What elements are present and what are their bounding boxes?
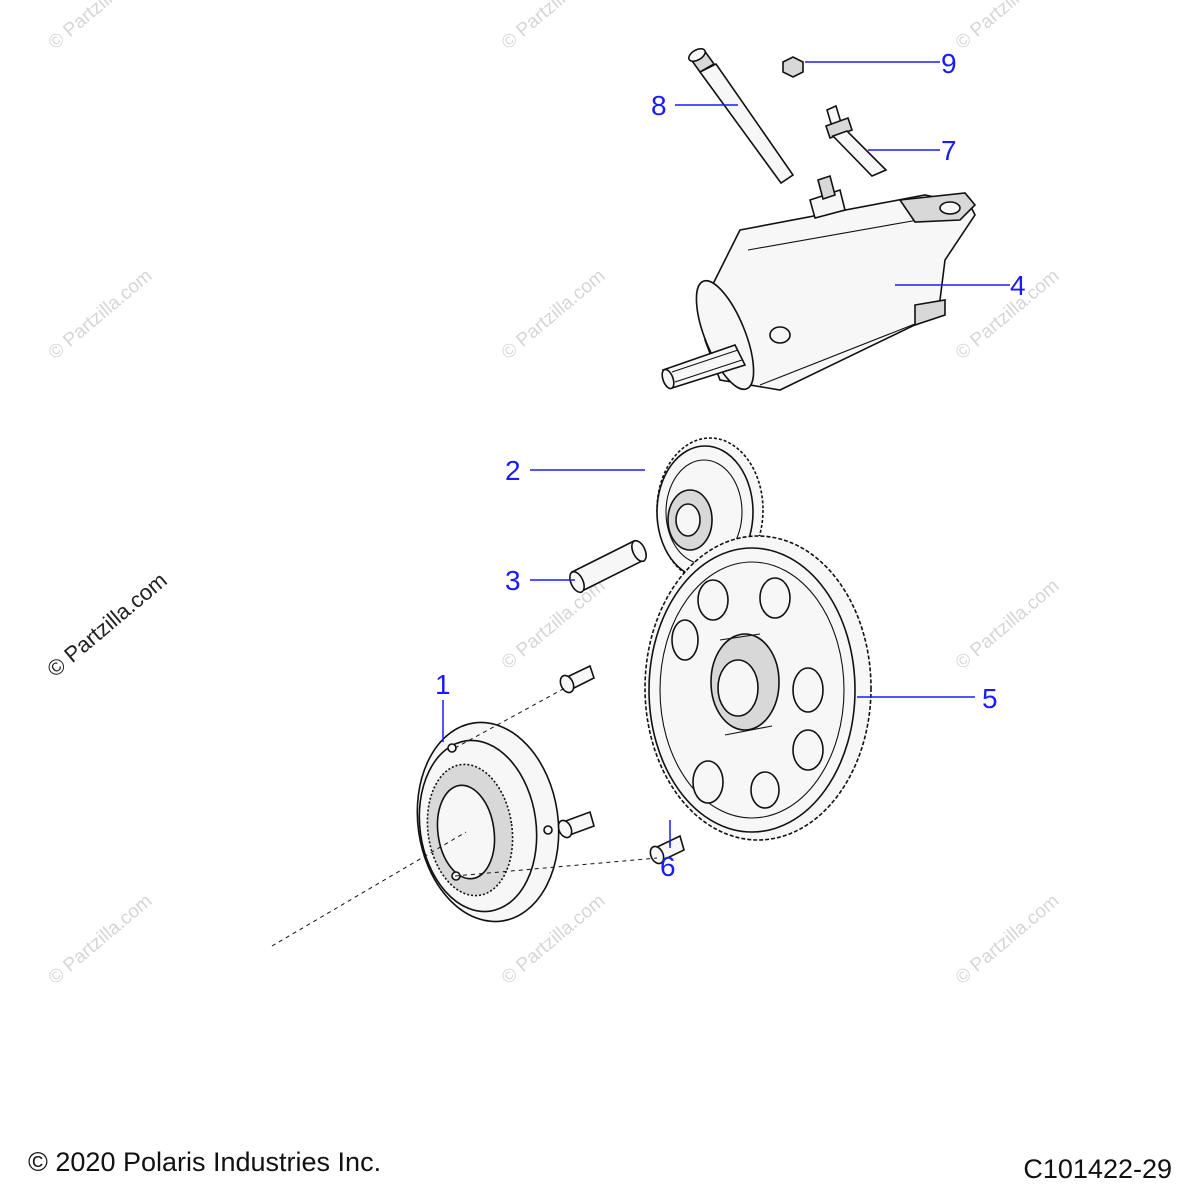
watermark: © Partzilla.com: [952, 890, 1064, 988]
callout-5: 5: [982, 683, 998, 714]
diagram-code: C101422-29: [1023, 1154, 1172, 1184]
watermark: © Partzilla.com: [952, 0, 1064, 54]
watermark: © Partzilla.com: [45, 0, 157, 54]
watermark: © Partzilla.com: [498, 0, 610, 54]
part-4-starter-motor: [661, 174, 977, 391]
copyright-text: © 2020 Polaris Industries Inc.: [28, 1147, 381, 1177]
watermark: © Partzilla.com: [45, 890, 157, 988]
callout-8: 8: [651, 90, 667, 121]
bolt-upper: [559, 664, 595, 694]
callout-9: 9: [941, 48, 957, 79]
watermark: © Partzilla.com: [45, 265, 157, 363]
bolt-lower: [649, 834, 685, 865]
part-9-nut: [782, 56, 804, 78]
callout-2: 2: [505, 455, 521, 486]
part-8-long-bolt: [688, 47, 795, 185]
bolt-middle: [557, 810, 595, 839]
callout-6: 6: [660, 851, 676, 882]
part-7-stud: [824, 104, 888, 177]
part-6-bolts: [557, 664, 685, 865]
leader-lines: [442, 61, 1010, 848]
watermark: © Partzilla.com: [952, 575, 1064, 673]
callout-1: 1: [435, 669, 451, 700]
part-1-starter-clutch: [416, 721, 560, 923]
callout-numbers: 1 2 3 4 5 6 7 8 9: [435, 48, 1026, 882]
callout-3: 3: [505, 565, 521, 596]
callout-7: 7: [941, 135, 957, 166]
callout-4: 4: [1010, 270, 1026, 301]
part-3-pin: [569, 539, 647, 594]
alignment-lines: [271, 687, 658, 947]
watermark-prominent: © Partzilla.com: [42, 567, 172, 681]
watermark: © Partzilla.com: [952, 265, 1064, 363]
part-5-starter-gear: [644, 535, 872, 841]
watermark: © Partzilla.com: [498, 265, 610, 363]
